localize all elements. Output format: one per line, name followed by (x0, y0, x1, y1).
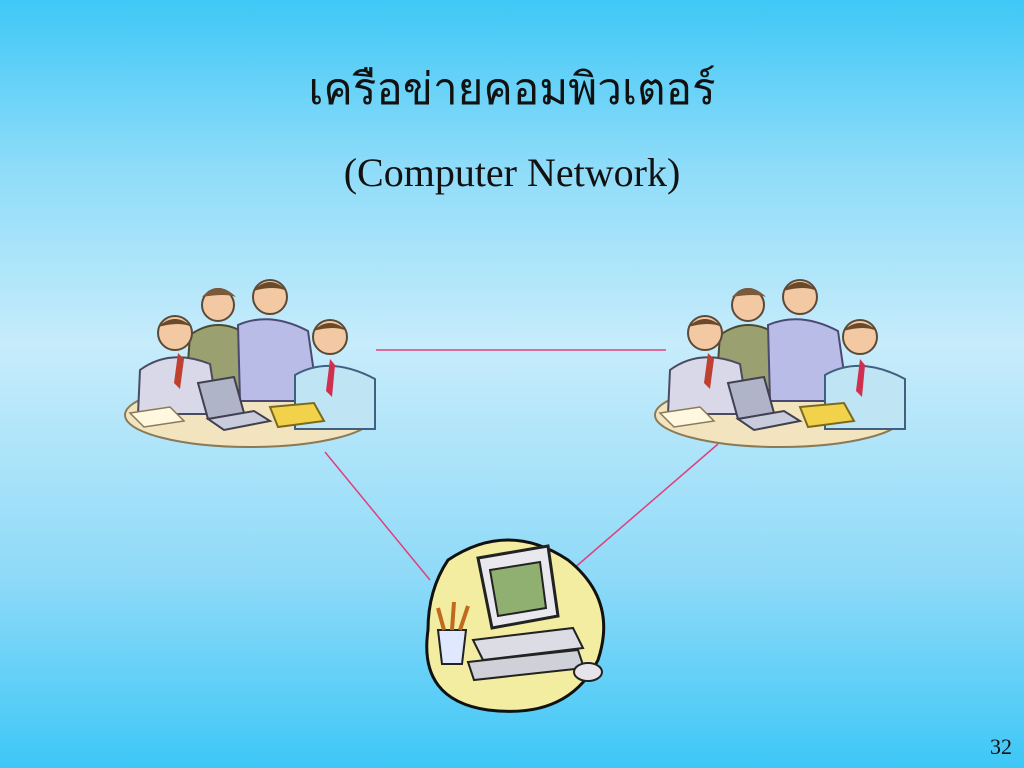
link-left-computer (324, 451, 431, 581)
team-right-icon (654, 279, 906, 448)
page-number: 32 (990, 734, 1012, 759)
slide-title-thai: เครือข่ายคอมพิวเตอร์ (308, 65, 716, 114)
slide-title-english: (Computer Network) (343, 150, 681, 195)
link-right-computer (571, 443, 719, 571)
team-left-icon (124, 279, 376, 448)
